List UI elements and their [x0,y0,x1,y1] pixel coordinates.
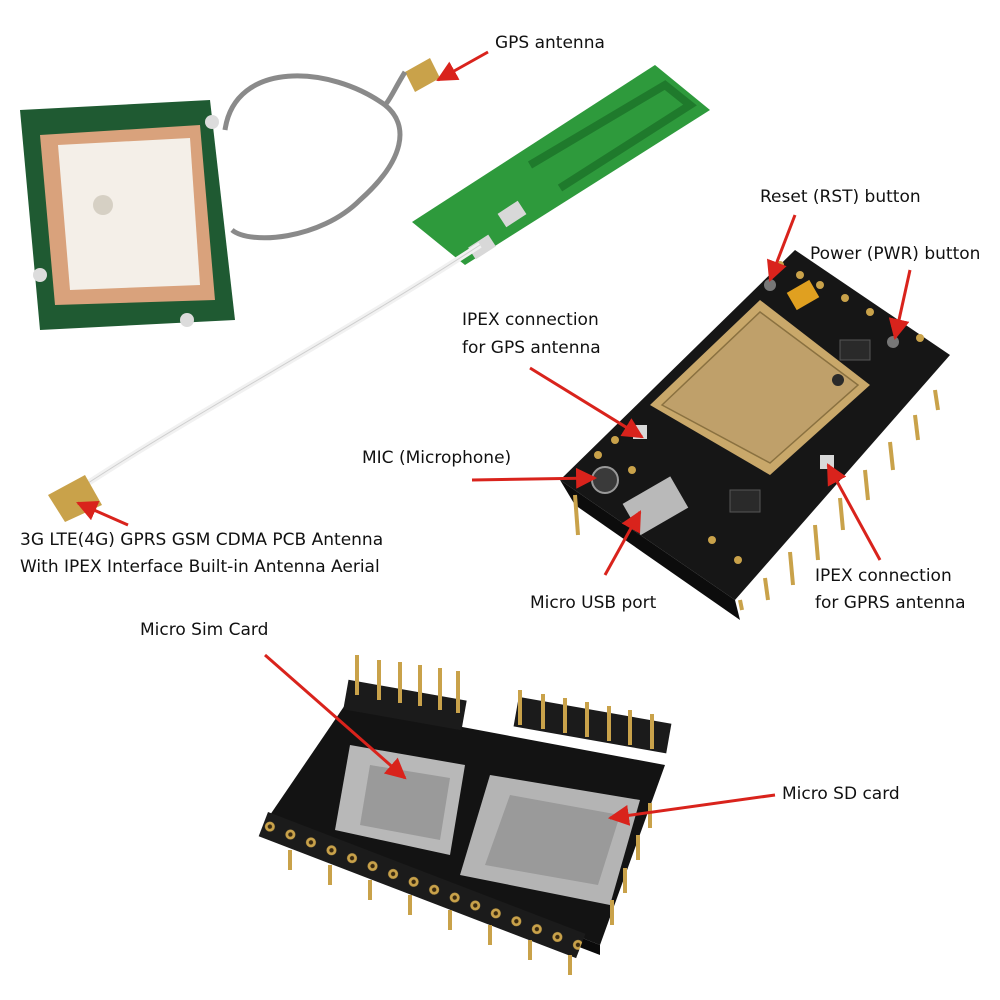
top-header-left [343,679,467,731]
gps-feed-point [93,195,113,215]
callout-arrows [76,50,912,826]
bottom-header-row [258,812,586,959]
label-reset-button: Reset (RST) button [760,187,921,207]
arrow-gps-antenna [436,50,489,82]
reset-switch [764,279,776,291]
arrow-micro-sd [607,793,776,826]
label-micro-usb: Micro USB port [530,593,657,613]
label-power-button: Power (PWR) button [810,244,981,264]
mount-hole [205,115,219,129]
arrow-ipex-gps [529,366,644,439]
label-micro-sd: Micro SD card [782,784,900,804]
antenna-trace [527,80,697,192]
arrow-micro-sim [264,653,407,780]
mount-hole [33,268,47,282]
gps-ipex-plug [405,58,440,92]
label-ipex-gprs-2: for GPRS antenna [815,593,966,613]
status-led [786,279,820,311]
label-ipex-gps-2: for GPS antenna [462,338,601,358]
arrow-micro-usb [603,510,642,576]
side-pins [610,803,652,925]
bottom-pins [288,850,572,975]
label-pcb-antenna-1: 3G LTE(4G) GPRS GSM CDMA PCB Antenna [20,530,384,550]
microphone [591,466,619,494]
gsm-module-board [560,250,950,620]
label-ipex-gps-1: IPEX connection [462,310,599,330]
sim-sd-board [258,655,672,975]
gps-patch-antenna [20,58,440,330]
arrow-reset-button [766,214,797,282]
power-switch [887,336,899,348]
mount-hole [180,313,194,327]
arrow-pcb-antenna [76,501,129,527]
gps-ceramic-top [58,138,200,290]
pcb-antenna [48,65,710,522]
arrow-ipex-gprs [826,463,882,561]
header-pins [573,389,940,611]
pcb-antenna-board [412,65,710,265]
label-micro-sim: Micro Sim Card [140,620,269,640]
antenna-pad [468,234,496,260]
gps-coax-cable [222,73,403,241]
upright-pins [355,655,654,749]
regulator-chip [729,489,761,513]
antenna-pad [497,200,527,228]
ipex-gprs-socket [820,455,834,469]
arrow-mic [471,467,598,489]
label-mic: MIC (Microphone) [362,448,512,468]
label-gps-antenna: GPS antenna [495,33,605,53]
label-ipex-gprs-1: IPEX connection [815,566,952,586]
arrow-power-button [888,269,912,341]
label-pcb-antenna-2: With IPEX Interface Built-in Antenna Aer… [20,557,380,577]
